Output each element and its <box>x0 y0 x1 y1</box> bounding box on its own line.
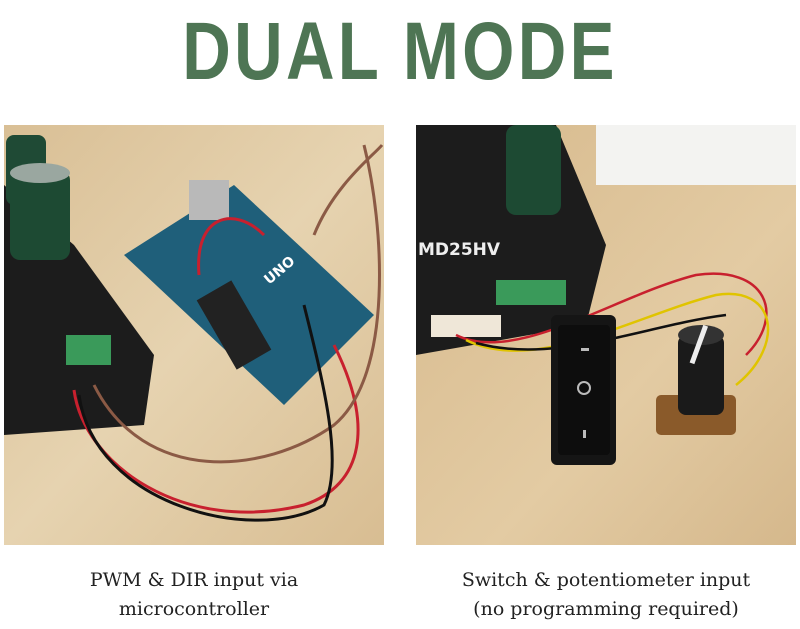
arduino-board <box>124 185 374 405</box>
caption-microcontroller: PWM & DIR input via microcontroller <box>4 566 384 624</box>
caption-line: microcontroller <box>118 598 270 620</box>
terminal-block <box>66 335 111 365</box>
photo-switch-potentiometer-setup: MD25HV <box>416 125 796 545</box>
caption-switch-potentiometer: Switch & potentiometer input (no program… <box>416 566 796 624</box>
caption-line: PWM & DIR input via <box>89 569 299 591</box>
page-title: DUAL MODE <box>182 6 618 97</box>
terminal-block <box>496 280 566 305</box>
caption-line: Switch & potentiometer input <box>461 569 751 591</box>
photo-microcontroller-setup: UNO <box>4 125 384 545</box>
board-label: MD25HV <box>418 240 501 260</box>
caption-line: (no programming required) <box>473 598 739 620</box>
